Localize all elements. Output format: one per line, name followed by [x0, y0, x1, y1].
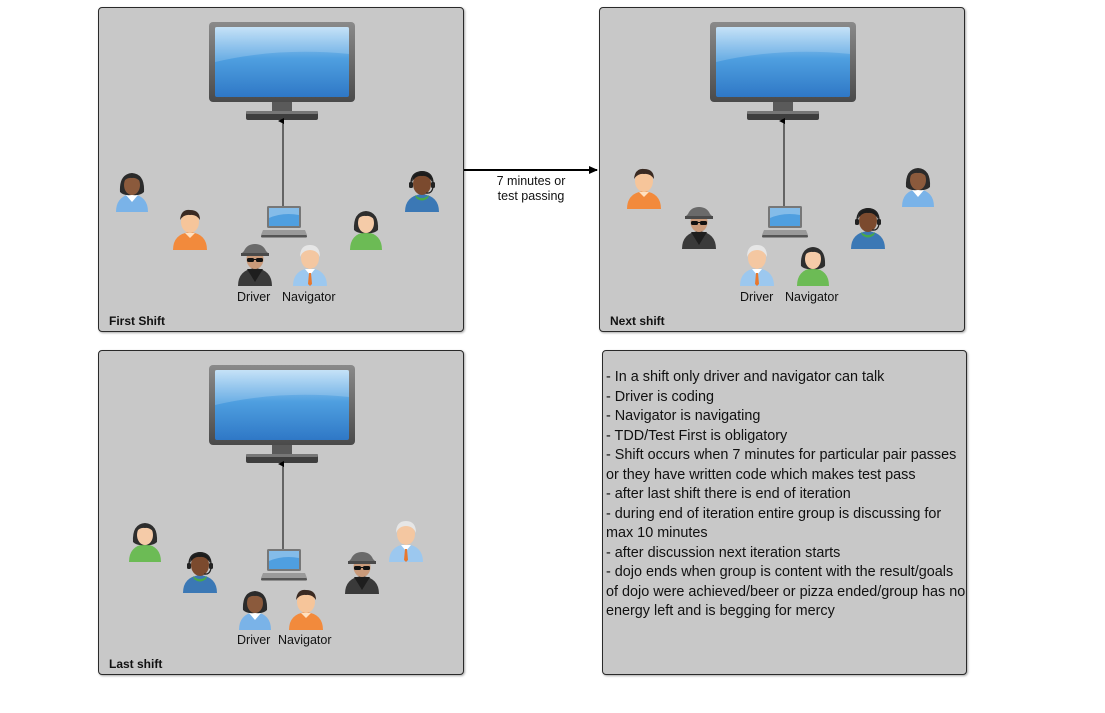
rules-list: - In a shift only driver and navigator c…: [606, 368, 968, 622]
person-woman-green-icon: [129, 523, 161, 562]
person-elder-blue-icon: [740, 245, 774, 286]
laptop-icon: [261, 549, 307, 581]
monitor-icon: [209, 22, 355, 120]
driver-label: Driver: [237, 290, 271, 304]
panel-title: First Shift: [109, 314, 165, 328]
person-elder-blue-icon: [389, 521, 423, 562]
laptop-icon: [261, 206, 307, 238]
person-woman-blue-icon: [116, 173, 148, 212]
person-orange-icon: [627, 168, 661, 209]
driver-label: Driver: [237, 633, 271, 647]
rule-item: - after discussion next iteration starts: [606, 544, 841, 561]
panel-title: Next shift: [610, 314, 665, 328]
person-incognito-icon: [682, 207, 716, 249]
rule-item: - Driver is coding: [606, 388, 714, 405]
person-woman-blue-icon: [902, 168, 934, 207]
person-woman-blue-icon: [239, 591, 271, 630]
rule-item: - Shift occurs when 7 minutes for partic…: [606, 447, 957, 483]
rule-item: - during end of iteration entire group i…: [606, 505, 942, 542]
transition-label-line2: test passing: [497, 189, 565, 203]
rule-item: - TDD/Test First is obligatory: [606, 427, 788, 444]
rule-item: - dojo ends when group is content with t…: [606, 564, 966, 619]
person-incognito-icon: [238, 244, 272, 286]
transition-label-line1: 7 minutes or: [496, 174, 566, 188]
rule-item: - Navigator is navigating: [606, 408, 761, 424]
transition-label: 7 minutes or test passing: [476, 174, 586, 204]
person-woman-green-icon: [350, 211, 382, 250]
rule-item: - In a shift only driver and navigator c…: [606, 369, 885, 385]
rules-panel: - In a shift only driver and navigator c…: [602, 350, 967, 675]
laptop-icon: [762, 206, 808, 238]
navigator-label: Navigator: [785, 290, 839, 304]
person-woman-green-icon: [797, 247, 829, 286]
person-elder-blue-icon: [293, 245, 327, 286]
person-incognito-icon: [345, 552, 379, 594]
monitor-icon: [209, 365, 355, 463]
navigator-label: Navigator: [278, 633, 332, 647]
person-orange-icon: [173, 209, 207, 250]
rule-item: - after last shift there is end of itera…: [606, 486, 851, 502]
person-headset-icon: [404, 170, 440, 212]
person-headset-icon: [182, 551, 218, 593]
person-orange-icon: [289, 589, 323, 630]
monitor-icon: [710, 22, 856, 120]
driver-label: Driver: [740, 290, 774, 304]
navigator-label: Navigator: [282, 290, 336, 304]
panel-title: Last shift: [109, 657, 163, 671]
person-headset-icon: [850, 207, 886, 249]
